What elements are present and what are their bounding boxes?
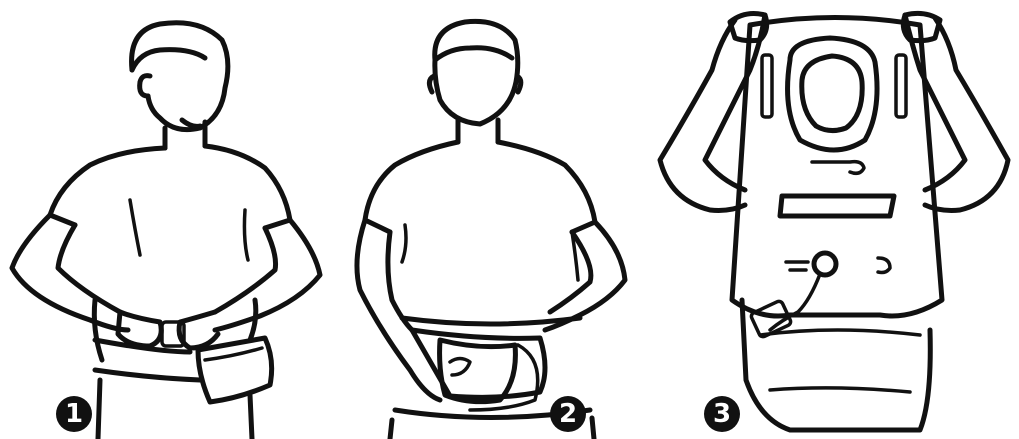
step-3-badge: 3 bbox=[704, 396, 740, 432]
person-opening-pouch-figure bbox=[340, 0, 680, 439]
step-3-illustration: 3 bbox=[650, 0, 1019, 439]
step-2-badge: 2 bbox=[550, 396, 586, 432]
step-2-illustration: 2 bbox=[340, 0, 680, 439]
person-donning-life-vest-figure bbox=[650, 0, 1019, 439]
step-1-illustration: 1 bbox=[0, 0, 330, 439]
person-buckling-belt-figure bbox=[0, 0, 330, 439]
pouch-icon bbox=[412, 330, 545, 397]
step-1-badge: 1 bbox=[56, 396, 92, 432]
inflation-valve-icon bbox=[814, 253, 836, 275]
